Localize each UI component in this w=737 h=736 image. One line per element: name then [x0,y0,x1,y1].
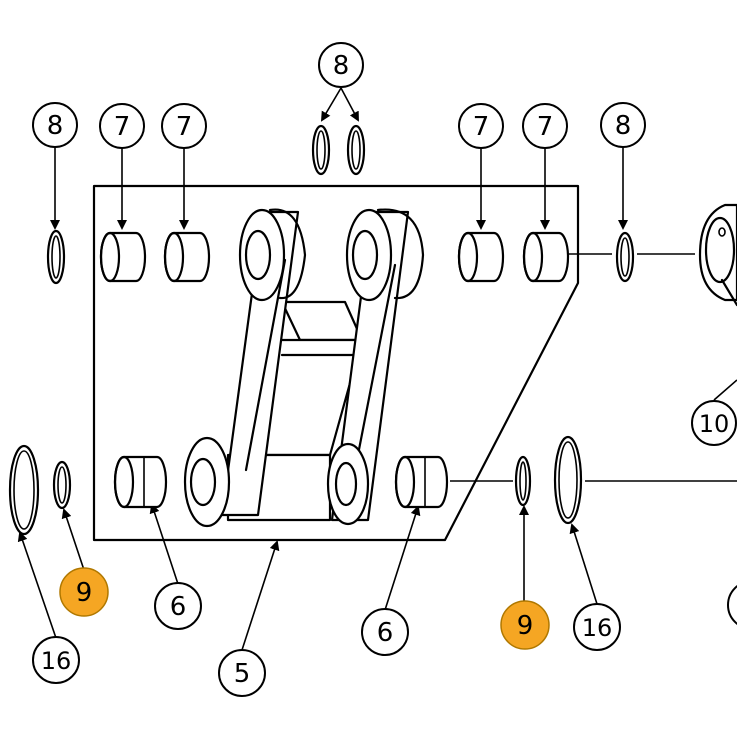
bushing-6-right [394,455,449,509]
callout-7-a: 7 [99,103,145,149]
svg-text:7: 7 [176,112,193,142]
bushing-7-c [457,231,505,283]
callout-7-c: 7 [458,103,504,149]
leader-8b-right [340,87,359,122]
svg-text:8: 8 [47,111,64,141]
leader-6b [384,505,421,611]
svg-text:7: 7 [537,112,554,142]
svg-text:10: 10 [699,410,730,438]
pin-assembly-10-partial [698,203,737,307]
upper-pin-parts [46,124,635,285]
o-ring-16-left [8,444,40,536]
svg-text:9: 9 [517,611,534,641]
svg-text:8: 8 [333,51,350,81]
bushing-7-d [522,231,570,283]
leader-lines [17,87,737,651]
right-link-arm [330,210,410,522]
callout-6-left: 6 [154,582,202,630]
leader-10 [713,379,737,401]
upper-crossbar [280,300,364,342]
callout-7-d: 7 [522,103,568,149]
right-lower-boss [326,442,370,526]
callout-partial-edge [727,585,737,625]
callout-7-b: 7 [161,103,207,149]
svg-text:6: 6 [377,618,394,648]
callout-8-right: 8 [600,102,646,148]
svg-text:9: 9 [76,578,93,608]
callout-10: 10 [691,400,737,446]
svg-text:16: 16 [582,614,613,642]
lower-pin-parts [8,435,583,536]
left-upper-boss [238,208,286,302]
seal-ring-9-right [514,455,532,507]
seal-ring-9-left [52,460,72,510]
assembly-outline [92,184,580,542]
right-upper-boss [345,208,393,302]
o-ring-16-right [553,435,583,525]
callout-16-left: 16 [32,636,80,684]
bushing-7-a [99,231,147,283]
svg-text:7: 7 [473,112,490,142]
bushing-7-b [163,231,211,283]
bushing-6-left [113,455,168,509]
seal-ring-8-left [46,229,66,285]
leader-5 [241,540,280,651]
callout-8-top: 8 [318,42,364,88]
seal-ring-8-top-left [311,124,331,176]
leader-6a [149,503,179,585]
leader-9a [61,508,85,571]
callouts: 8 8 8 7 7 7 7 10 [32,42,737,697]
callout-9-right: 9 [500,600,550,650]
callout-9-left: 9 [59,567,109,617]
svg-text:16: 16 [41,647,72,675]
link-body [183,208,425,528]
svg-text:6: 6 [170,592,187,622]
seal-ring-8-top-right [346,124,366,176]
callout-5: 5 [218,649,266,697]
callout-8-left: 8 [32,102,78,148]
callout-6-right: 6 [361,608,409,656]
callout-16-right: 16 [573,603,621,651]
leader-16b [569,523,598,605]
svg-text:8: 8 [615,111,632,141]
leader-8b-left [320,87,342,122]
svg-text:7: 7 [114,112,131,142]
seal-ring-8-right [615,231,635,283]
svg-text:5: 5 [234,659,251,689]
left-lower-boss [183,436,231,528]
leader-16a [17,531,57,639]
